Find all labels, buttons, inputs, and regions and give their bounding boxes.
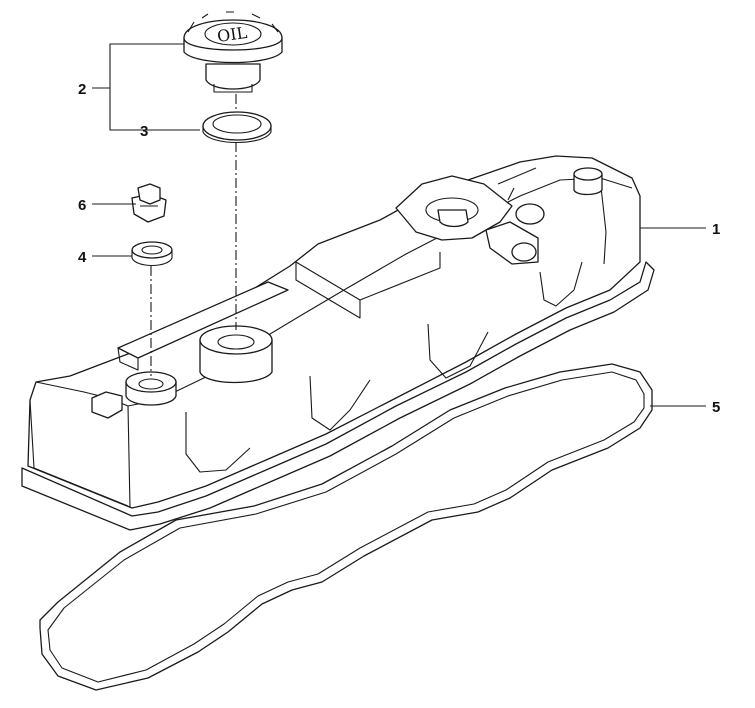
callouts: 1 2 3 4 5 6 [78,81,720,416]
callout-6: 6 [78,197,86,214]
part-1-valve-cover [21,155,655,531]
oil-cap-label: OIL [216,23,249,46]
part-6-bolt [131,183,167,223]
callout-2: 2 [78,81,86,98]
part-3-seal-ring [202,111,272,144]
callout-1: 1 [712,221,720,238]
assembly-lines [150,94,237,376]
leader-lines [92,43,706,407]
part-4-washer [131,241,173,267]
callout-3: 3 [140,123,148,140]
part-2-oil-cap: OIL [183,11,283,93]
part-5-gasket [39,363,653,691]
callout-5: 5 [712,399,720,416]
callout-4: 4 [78,249,87,266]
